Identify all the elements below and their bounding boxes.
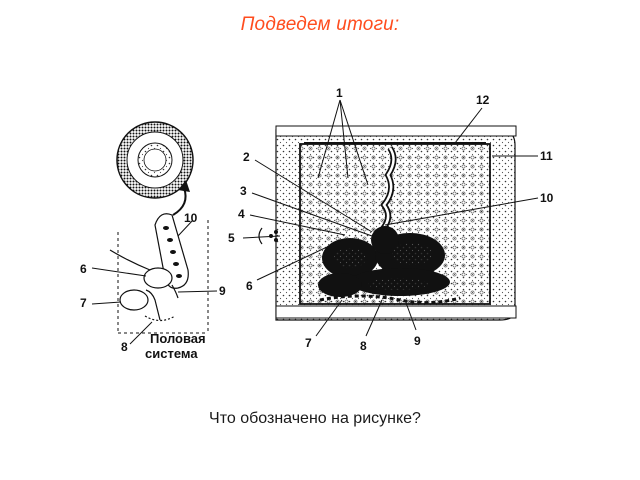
label-2: 2 [243,150,250,164]
small-label-6: 6 [80,262,87,276]
dashed-frame [117,220,209,334]
segment-drawing [258,125,517,321]
small-label-9: 9 [219,284,226,298]
label-7: 7 [305,336,312,350]
label-6: 6 [246,279,253,293]
label-10: 10 [540,191,554,205]
label-4: 4 [238,207,245,221]
leader-lines [242,99,539,337]
reproductive-system-sketch [109,213,189,322]
small-label-10: 10 [184,211,198,225]
label-5: 5 [228,231,235,245]
egg-cross-section [116,121,194,199]
question-text: Что обозначено на рисунке? [209,410,421,427]
small-label-7: 7 [80,296,87,310]
label-1: 1 [336,86,343,100]
arrow-head-icon [178,180,190,192]
label-8: 8 [360,339,367,353]
slide-title: Подведем итоги: [240,14,400,35]
caption-line-1: Половая [150,331,206,346]
label-12: 12 [476,93,490,107]
label-3: 3 [240,184,247,198]
label-9: 9 [414,334,421,348]
small-label-8: 8 [121,340,128,354]
caption-line-2: система [145,346,198,361]
label-11: 11 [540,149,553,163]
